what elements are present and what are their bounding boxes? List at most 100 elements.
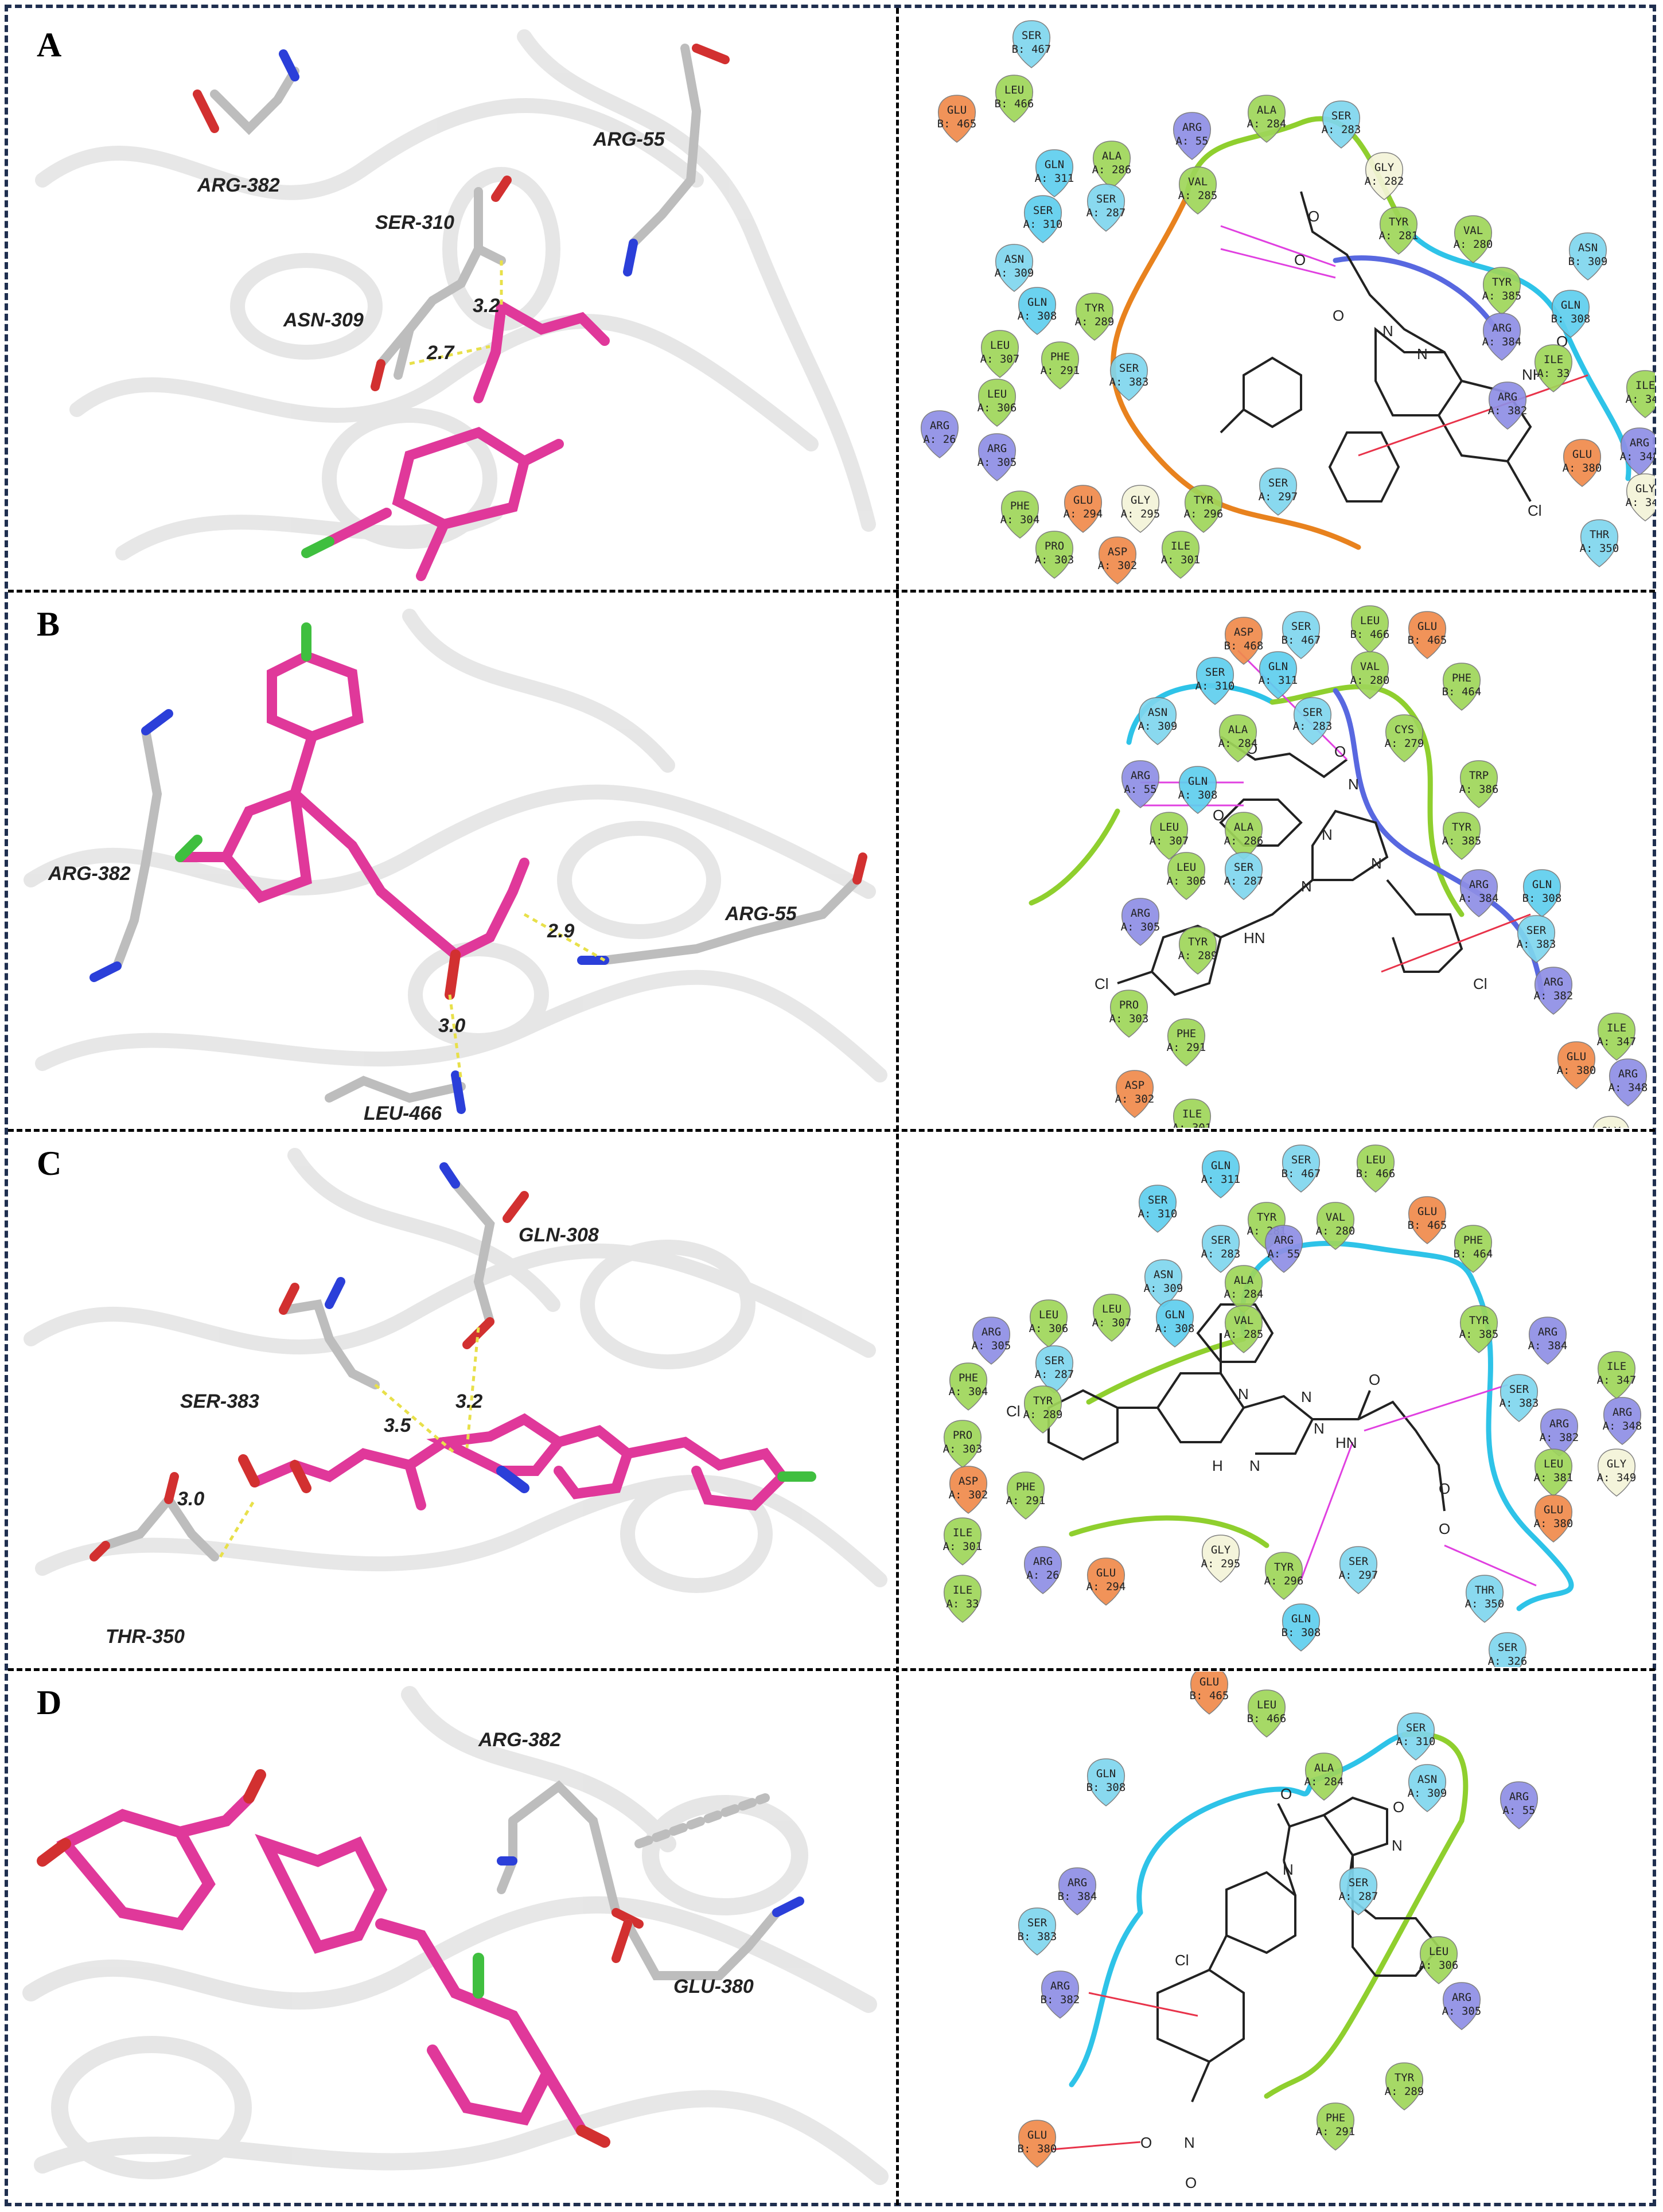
residue-name: THR [1590,528,1610,541]
residue-name: TYR [1033,1395,1053,1407]
residue-chain-number: A: 279 [1385,737,1424,750]
panel-b-structure: ARG-382 ARG-55 LEU-466 2.9 3.0 [24,609,887,1124]
residue-chain-number: B: 467 [1282,1167,1321,1180]
row-divider-3 [8,1668,1655,1671]
residue-chain-number: A: 304 [1000,513,1040,526]
residue-bubble-shape [1500,1374,1538,1422]
residue-name: SER [1331,110,1352,122]
residue-chain-number: B: 384 [1058,1890,1097,1903]
residue-bubble-shape [1385,2062,1423,2110]
atom-label: O [1185,2174,1197,2191]
residue-name: ARG [1452,1991,1471,2004]
residue-name: SER [1119,362,1139,375]
residue-bubble-shape [1443,663,1481,711]
residue-chain-number: A: 303 [1035,554,1074,566]
residue-bubble-shape [1443,1982,1481,2030]
residue-bubble-shape [1139,1185,1177,1233]
residue-bubble-shape [1007,1471,1045,1520]
atom-label: N [1382,322,1393,340]
residue-bubble-shape [1001,490,1039,539]
residue-bubble-shape [1202,1150,1240,1198]
residue-chain-number: A: 347 [1626,393,1655,406]
panel-a-3d-view: A [8,8,895,589]
residue-bubble-shape [1093,141,1131,189]
residue-bubble-shape [1466,1575,1504,1623]
residue-name: ILE [1607,1360,1626,1373]
residue-bubble-shape [1190,1672,1228,1715]
residue-bubble-shape [1385,714,1423,762]
residue-name: GLY [1635,482,1655,495]
residue-name: ARG [1492,322,1512,334]
atom-label: N [1371,855,1382,872]
residue-bubble-shape [1489,381,1526,430]
residue-name: GLU [1096,1567,1116,1579]
residue-name: ILE [953,1526,972,1539]
residue-name: PRO [1045,540,1064,552]
residue-chain-number: A: 311 [1201,1173,1241,1186]
distance-label: 3.2 [455,1391,482,1412]
residue-name: LEU [1429,1945,1448,1958]
atom-label: O [1369,1371,1380,1388]
residue-chain-number: A: 289 [1075,316,1115,328]
residue-bubble-shape [1139,697,1177,745]
residue-name: ASP [959,1475,978,1487]
residue-chain-number: A: 55 [1502,1804,1535,1817]
residue-bubble-shape [972,1317,1010,1365]
residue-bubble-shape [1454,215,1492,263]
residue-bubble-shape [1282,1603,1320,1652]
column-divider [896,8,899,2205]
residue-name: PHE [1010,500,1030,512]
residue-chain-number: A: 291 [1167,1041,1206,1054]
residue-name: GLY [1374,161,1395,174]
residue-chain-number: B: 465 [937,118,977,130]
residue-name: ARG [930,419,949,432]
residue-bubble-shape [1259,468,1297,516]
residue-name: ARG [987,442,1007,455]
residue-name: SER [1291,1154,1311,1166]
residue-bubble-shape [1225,1265,1263,1313]
residue-chain-number: A: 380 [1563,462,1602,474]
residue-name: VAL [1188,176,1208,188]
residue-chain-number: A: 305 [972,1339,1011,1352]
atom-label: Cl [1528,502,1542,519]
residue-name: ILE [1607,1022,1626,1034]
residue-chain-number: A: 308 [1155,1322,1195,1335]
residue-bubble-shape [1185,485,1222,533]
residue-chain-number: A: 301 [943,1540,983,1553]
atom-label: N [1249,1457,1260,1474]
residue-bubble-shape [1121,898,1159,946]
residue-bubble-shape [1116,1070,1154,1118]
residue-chain-number: A: 295 [1121,508,1160,520]
residue-name: LEU [1366,1154,1385,1166]
residue-bubble-shape [1380,207,1417,255]
residue-name: GLU [1027,2129,1047,2141]
residue-bubble-shape [1225,812,1263,860]
residue-chain-number: A: 308 [1178,789,1218,801]
residue-name: ARG [1630,437,1649,449]
